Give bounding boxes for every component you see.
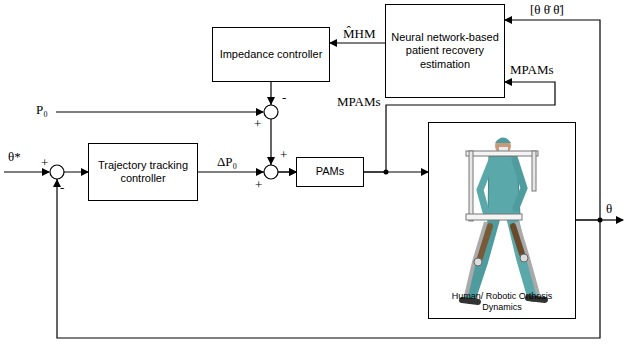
signal-label: MPAMs [510, 63, 554, 76]
signal-label: ΔP₀ [217, 155, 237, 168]
arrow-head [256, 168, 264, 176]
summing-junction [264, 105, 278, 119]
signal-label: θ [606, 202, 612, 215]
node-text: Trajectory tracking controller [93, 159, 193, 185]
sign-label: - [282, 91, 286, 104]
text-holder: Trajectory tracking controller [93, 159, 193, 185]
sign-label: + [41, 156, 48, 169]
signal-line [330, 42, 385, 43]
reference-input-line [4, 171, 49, 172]
signal-label: MPAMs [337, 95, 381, 108]
robotic-orthosis-frame [466, 151, 538, 296]
node-text: Human/ Robotic Orthosis Dynamics [431, 291, 573, 313]
actuator-box: PAMs [296, 157, 364, 187]
sign-label: + [254, 117, 261, 130]
node-text: Impedance controller [220, 48, 323, 61]
walking-patient-figure [462, 138, 545, 303]
controller-box: Impedance controller [212, 27, 330, 82]
text-holder: PAMs [316, 165, 345, 178]
branch-dot [598, 218, 603, 223]
summing-junction [50, 165, 64, 179]
pressure-input-line [56, 111, 263, 112]
text-holder: Human/ Robotic Orthosis Dynamics [431, 291, 573, 313]
output-line [600, 219, 623, 220]
arrow-head [267, 97, 275, 105]
plant-box: Human/ Robotic Orthosis Dynamics [428, 122, 576, 319]
sign-label: + [280, 148, 287, 161]
text-holder: Neural network-based patient recovery es… [390, 31, 500, 71]
arrow-head [267, 157, 275, 165]
node-text: Neural network-based patient recovery es… [390, 31, 500, 71]
sign-label: - [60, 181, 64, 194]
signal-line [198, 171, 296, 172]
signal-label: M̂HM [343, 27, 376, 40]
signal-label: P₀ [36, 103, 48, 116]
branch-dot [384, 170, 389, 175]
estimator-box: Neural network-based patient recovery es… [385, 4, 505, 98]
text-holder: Impedance controller [220, 48, 323, 61]
signal-line [505, 20, 600, 220]
arrow-head [53, 179, 61, 187]
signal-line [271, 82, 296, 172]
signal-label: [θ θ̇ θ̈] [530, 3, 564, 16]
summing-junction [264, 165, 278, 179]
sign-label: + [255, 178, 262, 191]
signal-label: θ* [8, 150, 21, 163]
controller-box: Trajectory tracking controller [88, 143, 198, 201]
node-text: PAMs [316, 165, 345, 178]
